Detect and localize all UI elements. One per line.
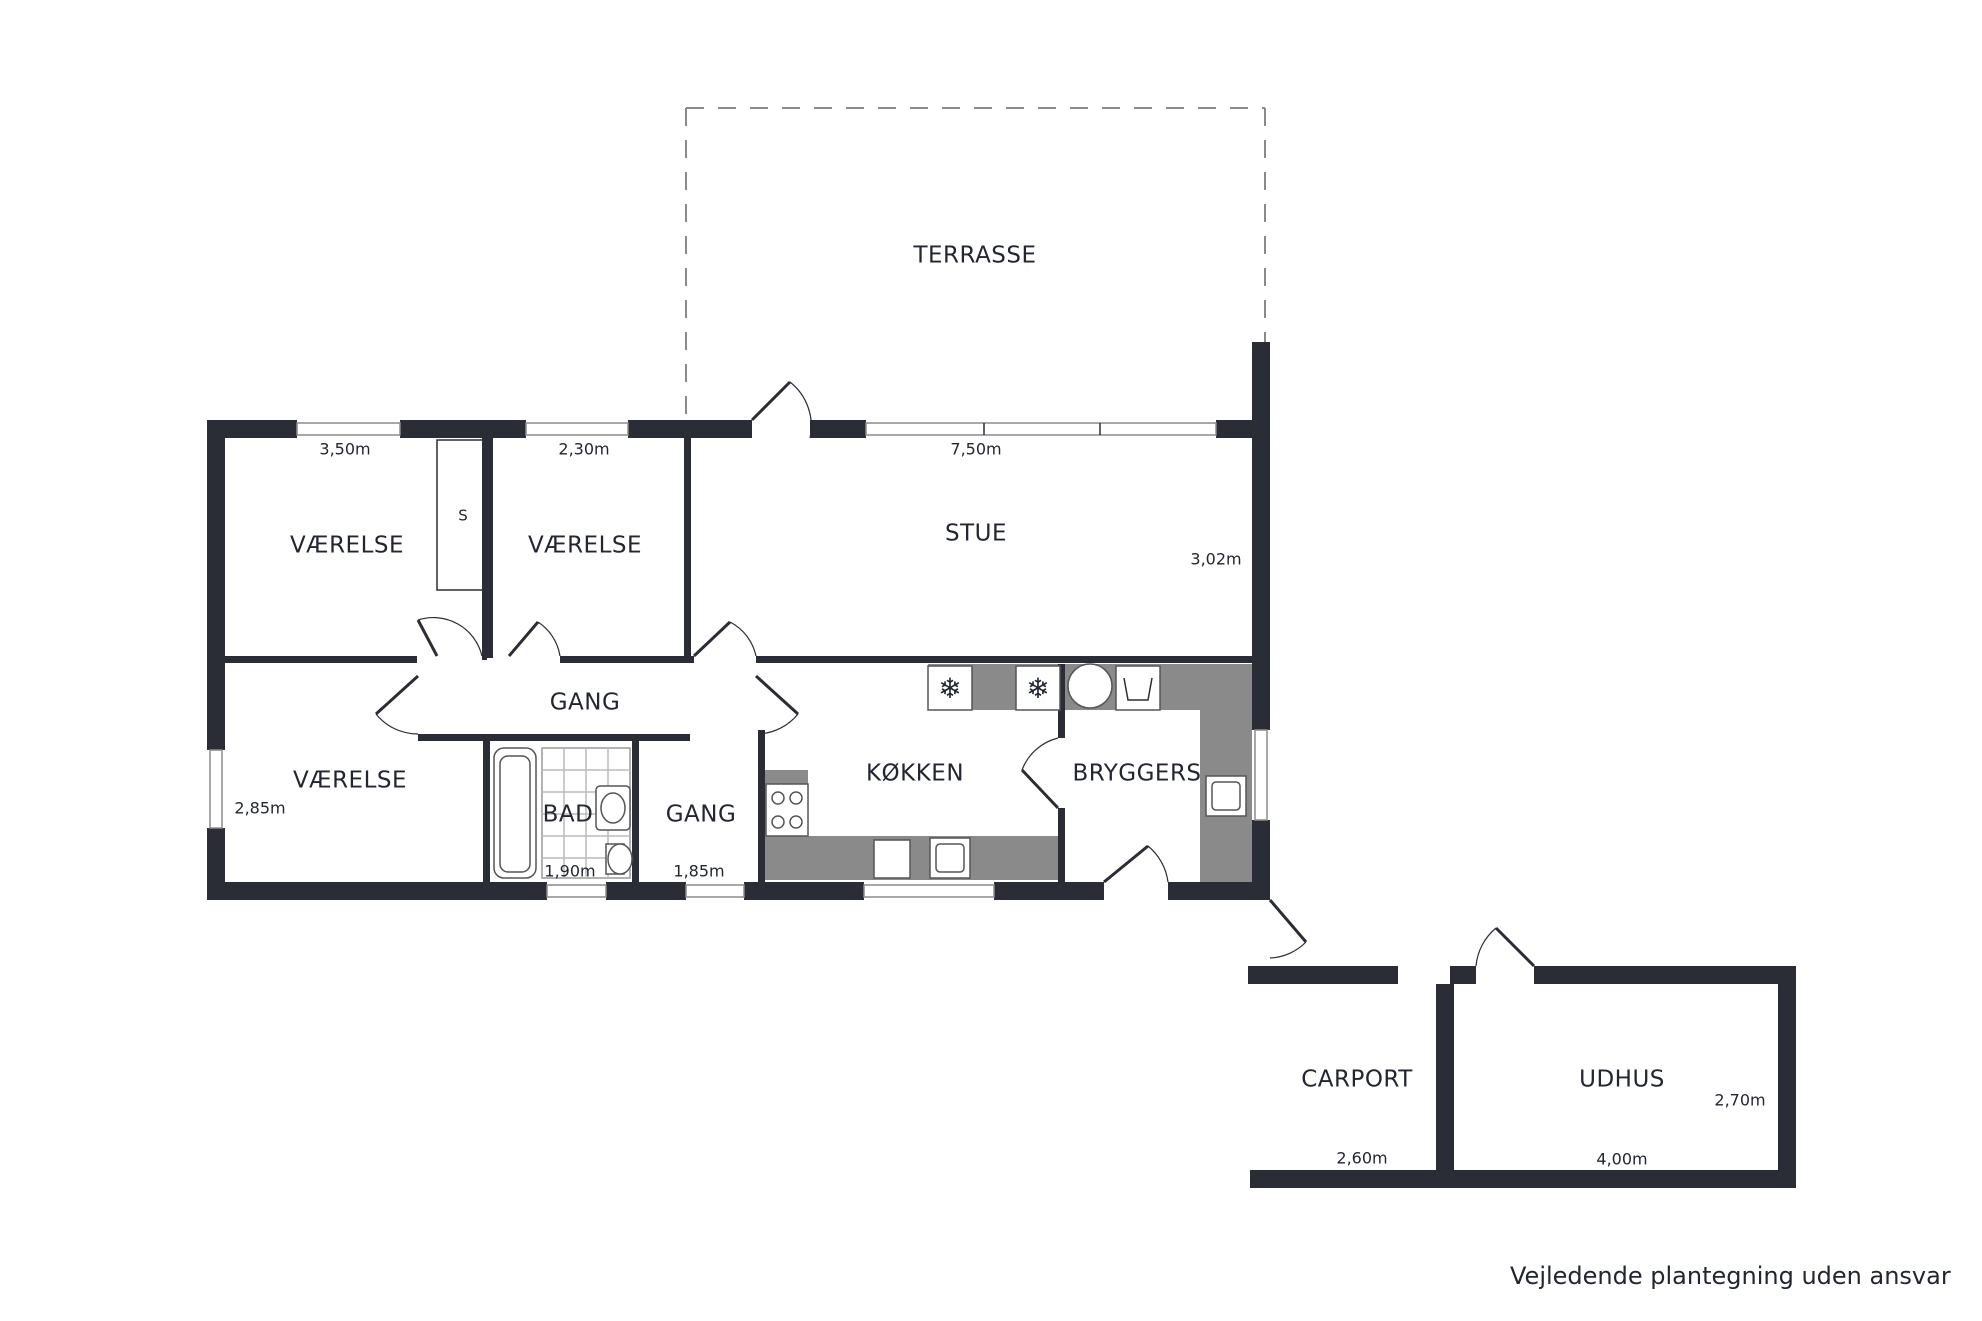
terrace-outline [685, 107, 1266, 420]
stove [765, 783, 809, 837]
dim-vaerelse-1-width: 3,50m [319, 440, 370, 459]
dim-vaerelse-2-width: 2,30m [558, 440, 609, 459]
room-vaerelse-2-label: VÆRELSE [528, 533, 642, 559]
walls [207, 342, 1270, 900]
svg-text:❄: ❄ [938, 672, 961, 705]
dim-bad-width: 1,90m [544, 862, 595, 881]
room-udhus-label: UDHUS [1579, 1067, 1665, 1093]
room-koekken-label: KØKKEN [866, 761, 964, 787]
room-terrasse-label: TERRASSE [912, 243, 1036, 269]
room-vaerelse-1-label: VÆRELSE [290, 533, 404, 559]
dim-stue-width: 7,50m [950, 440, 1001, 459]
windows [209, 422, 1268, 898]
outbuilding-walls [1248, 966, 1796, 1188]
disclaimer-text: Vejledende plantegning uden ansvar [1510, 1262, 1951, 1290]
dim-vaerelse-3-depth: 2,85m [234, 799, 285, 818]
room-gang-1-label: GANG [550, 690, 621, 716]
room-carport-label: CARPORT [1301, 1067, 1413, 1093]
room-gang-2-label: GANG [666, 802, 737, 828]
room-bad-label: BAD [543, 802, 594, 828]
fridge: ❄ [927, 665, 973, 711]
dim-udhus-width: 4,00m [1596, 1150, 1647, 1169]
dim-gang-2-width: 1,85m [673, 862, 724, 881]
room-bryggers-label: BRYGGERS [1072, 761, 1201, 787]
fixtures: ❄ ❄ [493, 663, 1247, 879]
dim-stue-depth: 3,02m [1190, 550, 1241, 569]
room-vaerelse-3-label: VÆRELSE [293, 768, 407, 794]
svg-text:❄: ❄ [1026, 672, 1049, 705]
dim-carport-width: 2,60m [1336, 1149, 1387, 1168]
freezer: ❄ [1015, 665, 1061, 711]
dim-udhus-depth: 2,70m [1714, 1091, 1765, 1110]
room-stue-label: STUE [945, 521, 1007, 547]
closet-label: S [458, 507, 468, 525]
